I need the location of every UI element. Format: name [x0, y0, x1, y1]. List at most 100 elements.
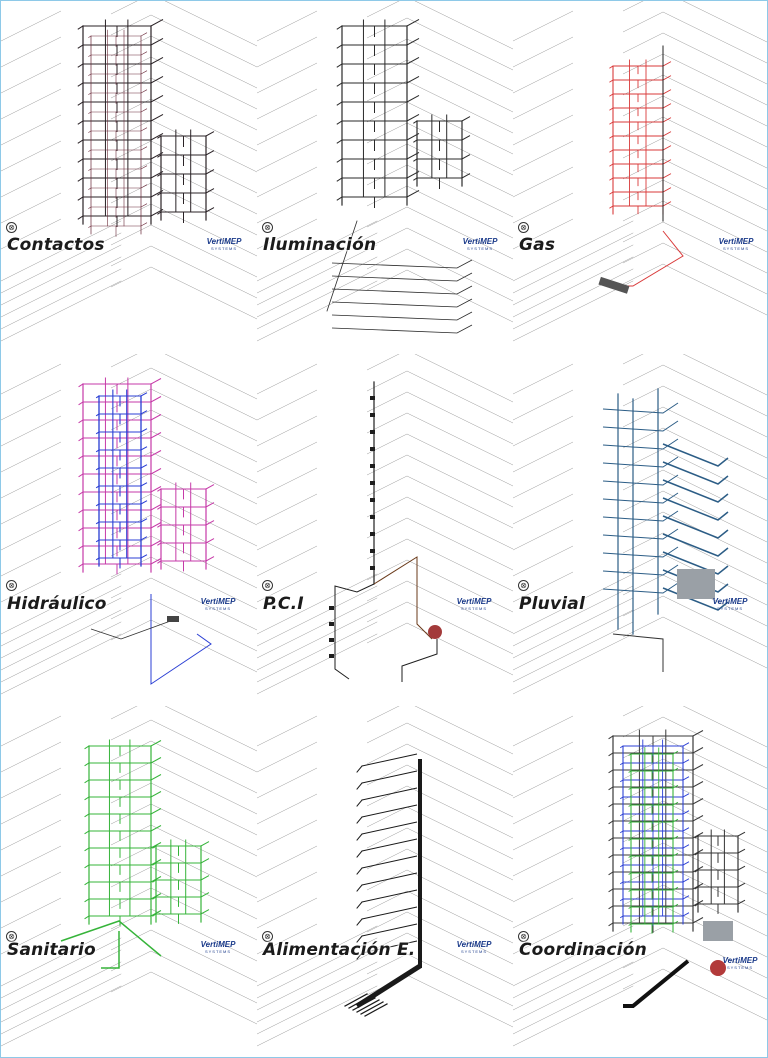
fire-main [373, 556, 433, 640]
pipe-branch [77, 139, 84, 144]
pipe-branch [77, 101, 84, 106]
pipe-branch [77, 82, 84, 87]
floor-outline [257, 973, 378, 1035]
pipe-branch [336, 25, 343, 30]
floor-outline [110, 740, 257, 794]
feeder-run [361, 821, 418, 835]
floor-outline [513, 897, 574, 929]
floor-outline [1, 519, 62, 551]
floor-outline [257, 88, 318, 120]
north-icon: ⊗ [6, 580, 17, 591]
feeder-step [344, 993, 368, 1007]
pipe-branch [77, 177, 84, 182]
sprinkler-icon [370, 481, 375, 485]
pipe-run [613, 117, 672, 123]
pipe-branch [88, 130, 92, 133]
floor-outline [366, 227, 513, 281]
pipe-run [613, 883, 704, 890]
vertimep-logo: VertiMEP SYSTEMS [454, 237, 506, 251]
logo-sub: SYSTEMS [722, 246, 750, 251]
panel-title-alimentacion: Alimentación E. [263, 940, 416, 960]
pipe-run [83, 396, 162, 403]
sprinkler-icon [370, 532, 375, 536]
sprinkler-icon [329, 606, 334, 610]
vertimep-logo: VertiMEP SYSTEMS [448, 940, 500, 954]
rain-run [602, 402, 679, 414]
floor-outline [1, 415, 62, 447]
pipe-branch [77, 215, 84, 220]
panel-title-gas: Gas [519, 235, 556, 255]
floor-outline [257, 415, 318, 447]
floor-outline [513, 609, 634, 671]
floor-outline [366, 722, 513, 776]
floor-outline [1, 633, 122, 695]
floor-outline [1, 62, 62, 94]
floor-outline [622, 116, 767, 169]
feeder-branch [356, 952, 363, 960]
floor-outline [110, 182, 257, 236]
floor-outline [366, 354, 513, 403]
floor-outline [257, 166, 318, 198]
logo-brand: VertiMEP [462, 237, 498, 246]
floor-outline [513, 571, 574, 603]
floor-outline [366, 412, 513, 466]
floor-outline [622, 553, 767, 606]
floor-outline [513, 244, 634, 306]
floor-outline [1, 925, 122, 987]
feeder-run [361, 855, 418, 869]
pipe-run [613, 798, 704, 805]
lighting-run [331, 272, 473, 282]
floor-outline [257, 218, 318, 250]
feeder-run [361, 753, 418, 767]
floor-outline [513, 268, 634, 330]
logo-brand: VertiMEP [456, 597, 492, 606]
feeder-step [356, 999, 380, 1013]
pipe-branch [77, 158, 84, 163]
north-icon: ⊗ [518, 580, 529, 591]
feeder-run [361, 770, 418, 784]
pipe-run [613, 89, 672, 95]
pipe-run [99, 500, 148, 505]
pipe-branch [77, 63, 84, 68]
pipe-run [91, 32, 148, 37]
panel-title-hidraulico: Hidráulico [7, 594, 107, 614]
pipe-branch [77, 196, 84, 201]
floor-outline [513, 767, 574, 799]
floor-outline [110, 719, 257, 773]
floor-outline [513, 232, 634, 294]
floor-outline [1, 218, 62, 250]
fire-pump-icon [710, 960, 726, 976]
floor-outline [513, 389, 574, 421]
floor-outline [257, 937, 378, 999]
pipe-run [83, 540, 162, 547]
rain-run [662, 515, 729, 539]
gas-main [605, 230, 684, 287]
feeder-run [361, 804, 418, 818]
floor-outline [1, 244, 122, 306]
panel-gas: ⊗ Gas VertiMEP SYSTEMS [513, 1, 767, 354]
floor-outline [257, 244, 378, 306]
feeder-step [364, 1003, 388, 1017]
feeder-branch [356, 884, 363, 892]
floor-outline [110, 619, 257, 673]
floor-outline [513, 88, 574, 120]
floor-outline [1, 715, 62, 747]
pipe-run [89, 842, 162, 849]
pipe-run [89, 893, 162, 900]
logo-sub: SYSTEMS [460, 949, 488, 954]
pipe-run [623, 776, 690, 781]
vertimep-logo: VertiMEP SYSTEMS [704, 597, 756, 611]
pipe-branch [608, 752, 614, 757]
pipe-run [623, 810, 690, 815]
floor-outline [257, 633, 378, 695]
floor-outline [622, 1, 767, 43]
floor-outline [257, 232, 378, 294]
floor-outline [1, 36, 62, 68]
sprinkler-icon [370, 464, 375, 468]
floor-outline [366, 953, 513, 1007]
floor-outline [257, 36, 318, 68]
floor-outline [1, 585, 122, 647]
pipe-run [623, 912, 690, 917]
pipe-branch [608, 735, 614, 740]
floor-outline [622, 616, 767, 669]
